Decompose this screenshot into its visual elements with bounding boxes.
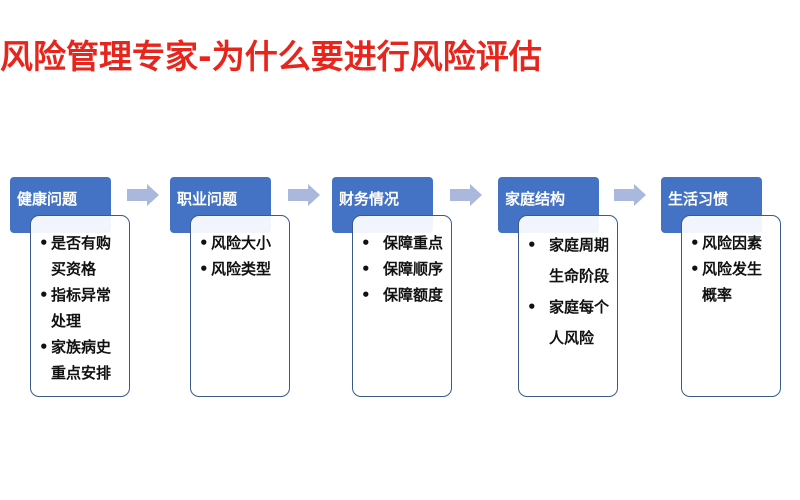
bullet-icon: • <box>361 234 371 252</box>
list-item: • 指标异常处理 <box>39 282 125 334</box>
stage-body: • 风险大小 • 风险类型 <box>190 215 290 397</box>
stage-body: • 保障重点 • 保障顺序 • 保障额度 <box>352 215 452 397</box>
stage-career: 职业问题 • 风险大小 • 风险类型 <box>170 177 310 399</box>
bullet-icon: • <box>199 260 209 278</box>
right-arrow-icon <box>288 184 320 206</box>
page-title: 风险管理专家-为什么要进行风险评估 <box>0 37 542 76</box>
stage-finance: 财务情况 • 保障重点 • 保障顺序 • 保障额度 <box>332 177 472 399</box>
stage-health: 健康问题 • 是否有购买资格 • 指标异常处理 • 家族病史重点安排 <box>10 177 150 399</box>
bullet-icon: • <box>39 286 49 304</box>
list-item: • 保障顺序 <box>361 256 447 282</box>
bullet-icon: • <box>690 260 700 278</box>
bullet-icon: • <box>39 234 49 252</box>
right-arrow-icon <box>614 184 646 206</box>
right-arrow-icon <box>127 184 159 206</box>
stage-family: 家庭结构 • 家庭周期生命阶段 • 家庭每个人风险 <box>498 177 638 399</box>
bullet-icon: • <box>527 298 537 316</box>
list-item: • 是否有购买资格 <box>39 230 125 282</box>
bullet-icon: • <box>39 338 49 356</box>
list-item: • 保障重点 <box>361 230 447 256</box>
bullet-icon: • <box>361 260 371 278</box>
list-item: • 风险发生概率 <box>690 256 776 308</box>
bullet-icon: • <box>527 236 537 254</box>
right-arrow-icon <box>450 184 482 206</box>
list-item: • 家庭每个人风险 <box>527 292 613 354</box>
stage-lifestyle: 生活习惯 • 风险因素 • 风险发生概率 <box>661 177 800 399</box>
list-item: • 风险大小 <box>199 230 285 256</box>
bullet-icon: • <box>199 234 209 252</box>
list-item: • 家庭周期生命阶段 <box>527 230 613 292</box>
bullet-icon: • <box>361 286 371 304</box>
list-item: • 保障额度 <box>361 282 447 308</box>
stage-body: • 风险因素 • 风险发生概率 <box>681 215 781 397</box>
stage-body: • 家庭周期生命阶段 • 家庭每个人风险 <box>518 215 618 397</box>
bullet-icon: • <box>690 234 700 252</box>
list-item: • 家族病史重点安排 <box>39 334 125 386</box>
stage-body: • 是否有购买资格 • 指标异常处理 • 家族病史重点安排 <box>30 215 130 397</box>
list-item: • 风险类型 <box>199 256 285 282</box>
list-item: • 风险因素 <box>690 230 776 256</box>
